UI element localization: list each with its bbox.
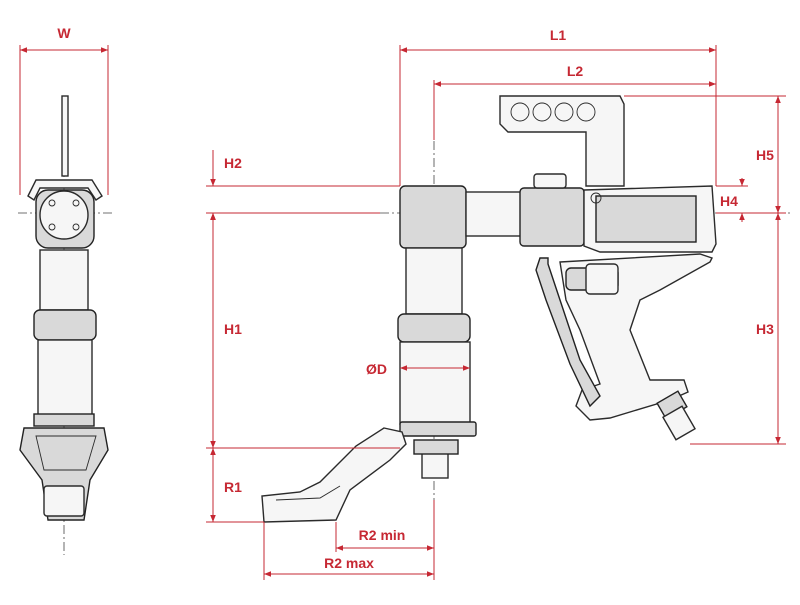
dimension-w: W <box>19 25 109 195</box>
dimension-h3: H3 <box>690 213 786 445</box>
dim-label-w: W <box>57 25 71 41</box>
dim-label-r1: R1 <box>224 479 242 495</box>
dimension-r1: R1 <box>206 448 264 523</box>
dim-label-h5: H5 <box>756 147 774 163</box>
dimension-od: ØD <box>366 361 470 377</box>
dim-label-r2-max: R2 max <box>324 555 374 571</box>
front-view <box>18 95 112 555</box>
dimension-h5: H5 <box>624 95 786 214</box>
dimension-h4: H4 <box>716 178 748 222</box>
side-view <box>261 90 790 523</box>
dim-label-h4: H4 <box>720 193 738 209</box>
dimension-h2: H2 <box>206 150 400 240</box>
dimension-l1: L1 <box>399 27 717 186</box>
dimension-h1: H1 <box>206 213 400 449</box>
dim-label-l2: L2 <box>567 63 584 79</box>
dimension-r2-min: R2 min <box>335 500 435 580</box>
dimension-l2: L2 <box>433 63 716 140</box>
dim-label-h1: H1 <box>224 321 242 337</box>
dim-label-h3: H3 <box>756 321 774 337</box>
dim-label-od: ØD <box>366 361 387 377</box>
dim-label-l1: L1 <box>550 27 567 43</box>
dim-label-h2: H2 <box>224 155 242 171</box>
dim-label-r2-min: R2 min <box>359 527 406 543</box>
dimension-r2-max: R2 max <box>263 522 434 580</box>
